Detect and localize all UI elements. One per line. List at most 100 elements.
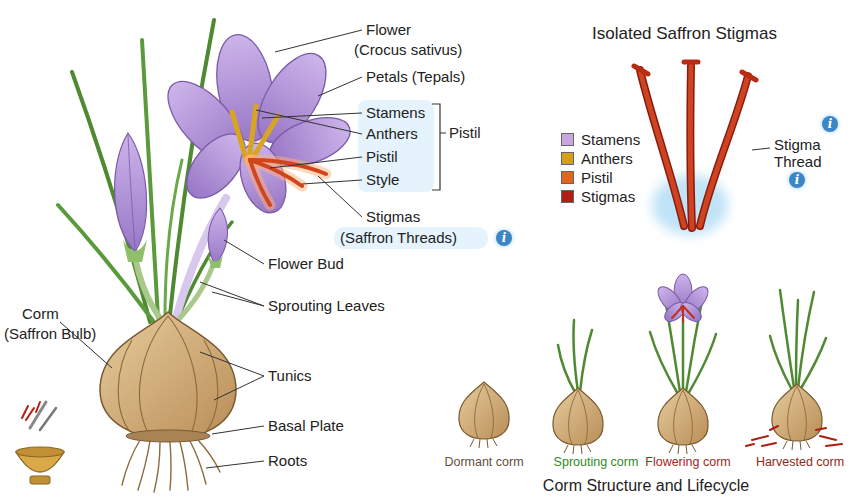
isolated-stigmas [634,62,756,80]
leader-lines [318,77,362,96]
stigmas [250,160,326,174]
part-label: Roots [268,452,307,469]
mortar-icon [16,402,64,484]
leader-lines [262,113,362,118]
legend-text: Stigmas [581,188,635,206]
leader-lines [275,30,362,52]
lifecycle-corms [800,338,826,390]
lifecycle-corms [770,290,826,390]
leader-lines [206,461,264,468]
leader-lines [200,352,264,400]
info-icon: i [789,172,805,188]
part-label: (Saffron Threads) [340,229,457,246]
mortar-icon [30,476,50,484]
part-label: Tunics [268,367,312,384]
legend-text: Anthers [581,150,633,168]
lifecycle-corms [770,336,792,390]
leader-lines [256,110,362,134]
isolated-stigmas [634,62,756,228]
lifecycle-corms [746,426,842,446]
leader-lines [60,30,770,468]
flower-bud [208,208,227,264]
flower-bud [208,255,223,268]
anthers [251,116,278,161]
legend-swatch [561,190,574,203]
part-label: Stigma Thread [774,136,846,171]
part-label: Pistil [366,148,398,165]
legend-text: Stamens [581,131,640,149]
legend-swatch [561,133,574,146]
flower-bud [123,240,147,262]
leader-lines [212,426,264,434]
lifecycle-corms [459,382,509,448]
stage-label: Flowering corm [645,455,730,469]
part-label: Style [366,171,399,188]
part-label: Stamens [366,104,425,121]
isolated-stigmas [640,70,684,226]
part-label: Basal Plate [268,417,344,434]
mortar-icon [16,447,64,457]
isolated-stigmas [640,70,684,226]
stigmas [250,160,270,205]
lifecycle-corms [658,388,708,454]
lifecycle-corms [580,330,592,392]
lifecycle-corms [746,426,842,446]
isolated-stigmas [700,76,748,226]
anthers [232,112,247,162]
legend-swatch [561,171,574,184]
lifecycle-corms [780,290,794,388]
lifecycle-corms [553,388,603,454]
roots [180,442,188,490]
lifecycle-corms [654,274,713,325]
lifecycle-corms [558,345,576,394]
part-label: Corm [22,305,59,322]
lifecycle-corms [574,320,579,392]
pistil-bracket [432,104,446,190]
roots [138,441,150,490]
part-label: Anthers [366,125,418,142]
flower-stem [180,262,214,318]
part-label: Flower Bud [268,255,344,272]
flower-bud [115,133,147,252]
lifecycle-corms [682,318,685,392]
lifecycle-corms [772,384,822,450]
info-icon: i [496,230,512,246]
leaves [72,72,150,322]
crocus-flower [155,30,357,219]
lifecycle-corms [650,290,716,394]
leader-lines [200,282,264,306]
roots [154,442,160,492]
stigmas [250,160,326,205]
flower-bud [128,135,135,250]
mortar-icon [40,408,56,430]
part-label: (Saffron Bulb) [4,325,96,342]
lifecycle-corms [650,332,678,394]
roots [170,442,171,490]
lifecycle-corms [677,299,704,325]
stage-label: Sprouting corm [554,455,639,469]
highlight-glow [334,227,488,249]
corm [118,316,218,437]
leader-lines [270,157,362,168]
stigmas [250,160,326,174]
stage-label: Dormant corm [444,455,523,469]
leader-lines [318,176,362,217]
corm [100,312,236,442]
panel-heading: Isolated Saffron Stigmas [592,24,777,44]
leader-lines [752,148,770,150]
caption: Corm Structure and Lifecycle [543,477,749,495]
roots [122,440,140,485]
lifecycle-corms [688,334,716,394]
legend-text: Pistil [581,169,613,187]
highlight-glow [358,100,434,192]
part-label: Flower [366,21,411,38]
part-label: Petals (Tepals) [366,68,465,85]
mortar-icon [22,402,40,420]
pistil-bracket [432,104,446,190]
part-label: Sprouting Leaves [268,297,385,314]
isolated-stigmas [700,76,748,226]
stage-label: Harvested corm [756,455,844,469]
part-label: (Crocus sativus) [354,41,462,58]
isolated-stigmas [690,66,692,228]
